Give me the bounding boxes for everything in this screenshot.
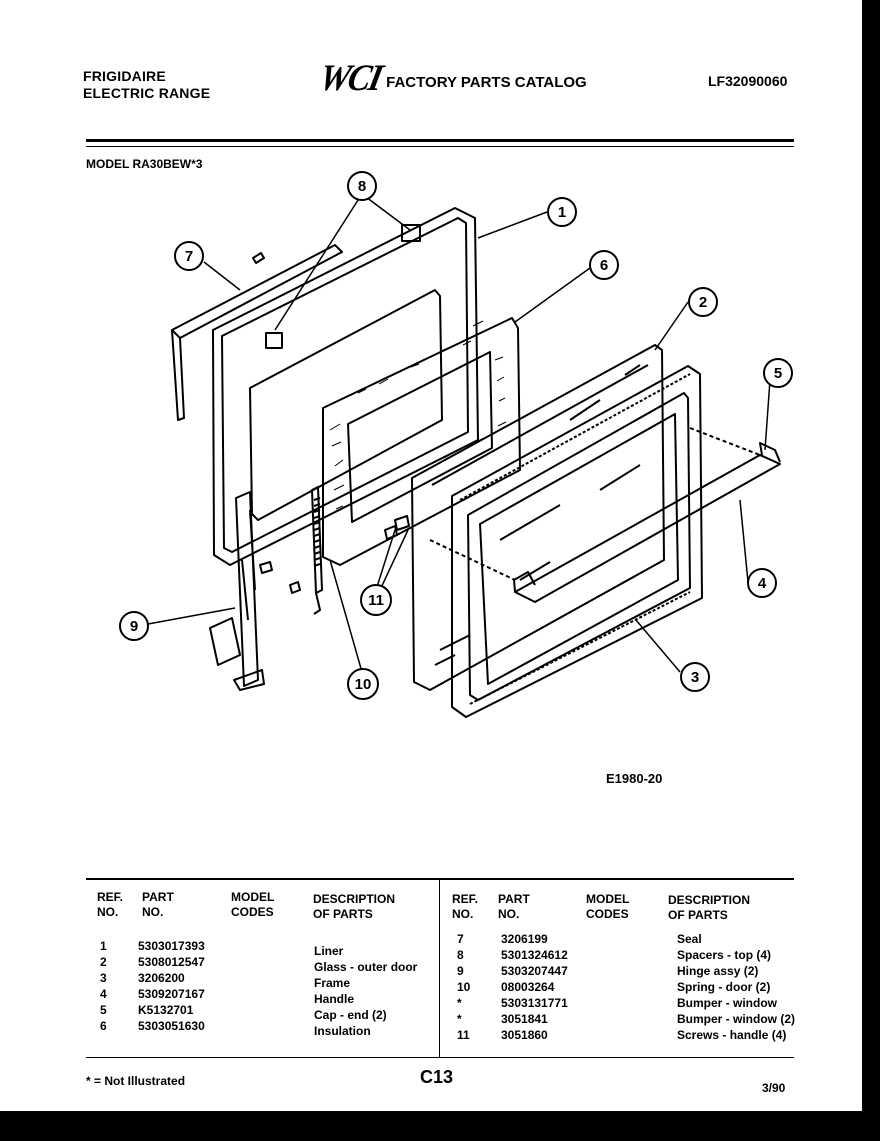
seal-gasket-part (171, 244, 343, 421)
callout-5: 5 (763, 358, 793, 388)
svg-text:7: 7 (185, 248, 193, 265)
insulation-part (322, 317, 521, 566)
svg-text:10: 10 (355, 676, 372, 693)
handle-screws-part (259, 515, 410, 594)
header-rule-thin (86, 146, 794, 147)
liner-part (212, 207, 479, 566)
model-number: MODEL RA30BEW*3 (86, 157, 203, 171)
outer-glass-part (411, 344, 665, 691)
product-type: ELECTRIC RANGE (83, 85, 211, 101)
door-frame-part (451, 365, 703, 718)
catalog-title: FACTORY PARTS CATALOG (386, 73, 587, 91)
scan-border-bottom (0, 1111, 880, 1141)
svg-text:5: 5 (774, 365, 782, 382)
callout-11: 11 (360, 584, 392, 616)
header-ref-right: REF.NO. (452, 892, 479, 921)
table-bottom-rule (86, 1057, 794, 1058)
callout-10: 10 (347, 668, 379, 700)
catalog-header: WCI FACTORY PARTS CATALOG (316, 58, 587, 99)
revision-date: 3/90 (762, 1081, 786, 1095)
handle-part (429, 427, 781, 603)
diagram-code: E1980-20 (606, 771, 663, 786)
header-rule-thick (86, 139, 794, 142)
exploded-door-diagram: 8 1 6 7 2 5 4 11 9 3 10 (119, 171, 793, 718)
table-top-rule (86, 878, 794, 880)
svg-text:4: 4 (758, 575, 767, 592)
catalog-number: LF32090060 (708, 73, 788, 89)
svg-text:1: 1 (558, 204, 566, 221)
callout-3: 3 (680, 662, 710, 692)
callout-9: 9 (119, 611, 149, 641)
callout-8: 8 (347, 171, 377, 201)
brand-name: FRIGIDAIRE (83, 68, 166, 84)
svg-text:6: 6 (600, 257, 608, 274)
callout-bubbles: 8 1 6 7 2 5 4 11 9 3 10 (119, 171, 793, 700)
leader-lines (147, 196, 771, 673)
callout-6: 6 (589, 250, 619, 280)
brand-block: FRIGIDAIRE ELECTRIC RANGE (83, 68, 210, 102)
callout-7: 7 (174, 241, 204, 271)
scan-border-right (862, 0, 880, 1141)
callout-2: 2 (688, 287, 718, 317)
callout-1: 1 (547, 197, 577, 227)
hinge-part (209, 491, 265, 691)
header-ref-left: REF.NO. (97, 890, 124, 919)
svg-text:2: 2 (699, 294, 707, 311)
table-divider (439, 880, 440, 1057)
not-illustrated-note: * = Not Illustrated (86, 1074, 186, 1088)
door-spring-part (311, 486, 323, 615)
insulation-texture (329, 320, 507, 510)
svg-text:8: 8 (358, 178, 366, 195)
page-code: C13 (420, 1067, 454, 1087)
callout-4: 4 (747, 568, 777, 598)
svg-text:11: 11 (368, 592, 384, 609)
svg-text:3: 3 (691, 669, 699, 686)
svg-text:9: 9 (130, 618, 138, 635)
